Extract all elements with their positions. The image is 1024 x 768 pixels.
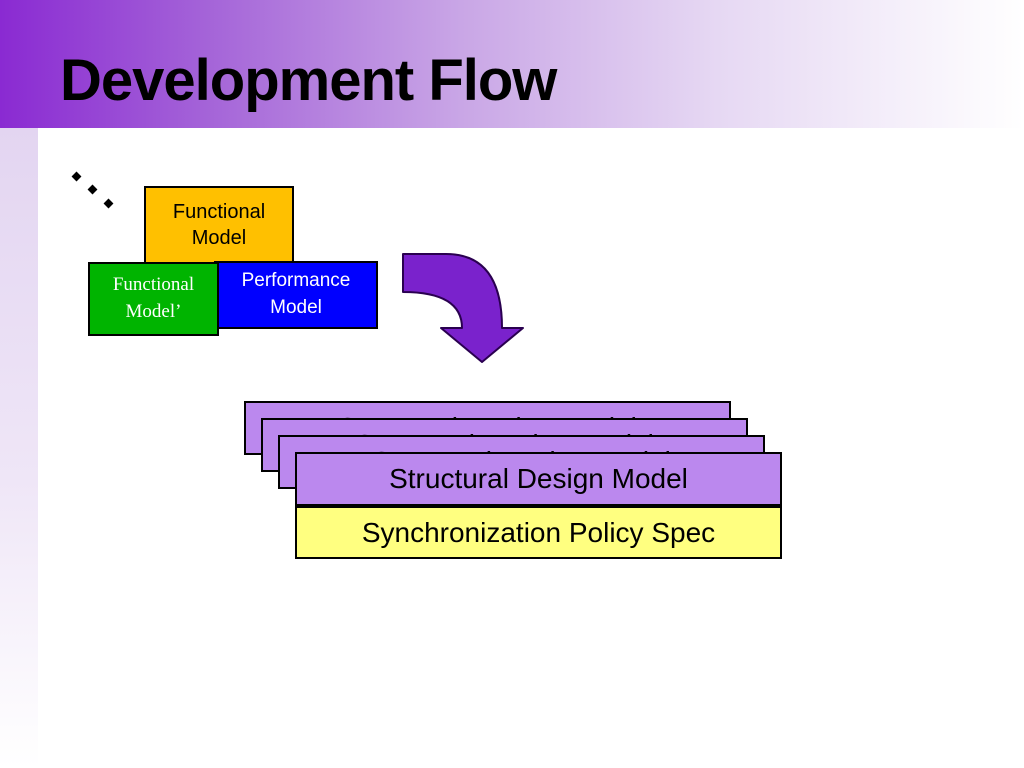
side-band <box>0 128 38 768</box>
performance-model-box: Performance Model <box>214 261 378 329</box>
page-title: Development Flow <box>60 48 557 113</box>
synchronization-policy-box: Synchronization Policy Spec <box>295 506 782 559</box>
functional-model-prime-box: Functional Model’ <box>88 262 219 336</box>
curved-down-arrow-icon <box>402 253 524 363</box>
bullet-icon <box>103 198 114 209</box>
bullet-icon <box>71 171 82 182</box>
structural-design-card-front: Structural Design Model <box>295 452 782 506</box>
title-band <box>0 0 1024 128</box>
arrow-shape <box>402 253 524 363</box>
functional-model-box: Functional Model <box>144 186 294 264</box>
bullet-icon <box>87 184 98 195</box>
